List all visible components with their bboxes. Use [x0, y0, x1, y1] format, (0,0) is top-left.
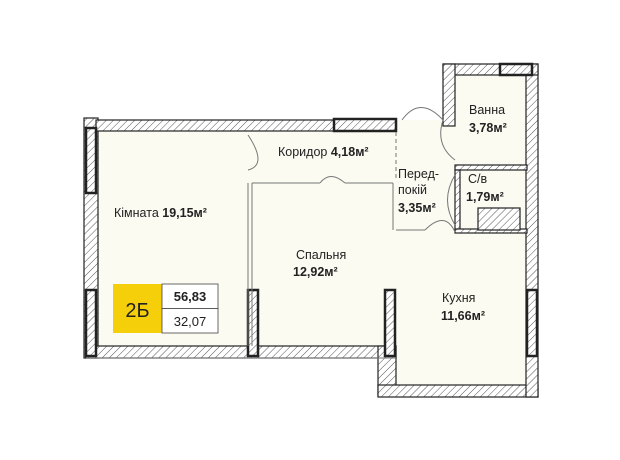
interior-partitions: [86, 107, 456, 359]
room-name: Ванна: [469, 103, 505, 117]
room-kukhnia: Кухня 11,66м²: [441, 291, 485, 323]
room-name-line2: покій: [398, 183, 427, 197]
room-spalnya: Спальня 12,92м²: [293, 248, 346, 279]
room-name-line1: Перед-: [398, 167, 439, 181]
room-name: Спальня: [296, 248, 346, 262]
walls: [83, 62, 539, 398]
room-area: 12,92м²: [293, 265, 338, 279]
living-area: 32,07: [174, 314, 207, 329]
room-area: 19,15м²: [162, 206, 207, 220]
room-name: Кімната: [114, 206, 159, 220]
room-area: 11,66м²: [441, 309, 485, 323]
room-sv: С/в 1,79м²: [466, 172, 504, 204]
room-name: С/в: [468, 172, 488, 186]
unit-badge: 2Б 56,83 32,07: [113, 283, 219, 334]
room-kimnata: Кімната 19,15м²: [114, 206, 207, 220]
unit-type: 2Б: [125, 300, 149, 322]
svg-text:Коридор 4,18м²: Коридор 4,18м²: [278, 145, 369, 159]
room-area: 3,35м²: [398, 201, 436, 215]
room-area: 3,78м²: [469, 121, 507, 135]
room-name: Коридор: [278, 145, 327, 159]
svg-text:Кімната 19,15м²: Кімната 19,15м²: [114, 206, 207, 220]
room-koridor: Коридор 4,18м²: [278, 145, 369, 159]
room-area: 1,79м²: [466, 190, 504, 204]
room-peredpokiy: Перед- покій 3,35м²: [398, 167, 439, 215]
room-area: 4,18м²: [331, 145, 369, 159]
unit-type-box: [113, 284, 162, 333]
total-area: 56,83: [174, 289, 207, 304]
room-vanna: Ванна 3,78м²: [469, 103, 507, 135]
room-name: Кухня: [442, 291, 475, 305]
